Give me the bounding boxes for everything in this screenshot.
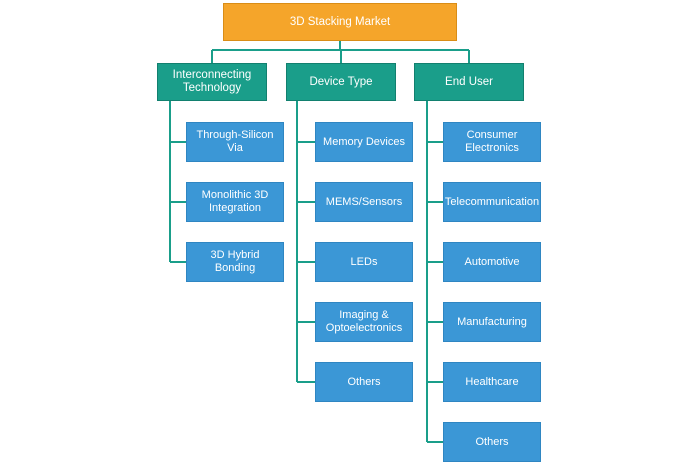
leaf-label: Monolithic 3D Integration: [201, 189, 269, 214]
leaf-label: Manufacturing: [457, 315, 527, 328]
category-interconnecting-technology: Interconnecting Technology: [157, 63, 267, 101]
root-node: 3D Stacking Market: [223, 3, 457, 41]
leaf-3d-hybrid-bonding: 3D Hybrid Bonding: [186, 242, 284, 282]
leaf-label: Others: [475, 435, 509, 448]
leaf-device-others: Others: [315, 362, 413, 402]
leaf-healthcare: Healthcare: [443, 362, 541, 402]
leaf-label: Healthcare: [465, 375, 519, 388]
leaf-mems-sensors: MEMS/Sensors: [315, 182, 413, 222]
leaf-label: MEMS/Sensors: [325, 195, 403, 208]
leaf-label: Others: [347, 375, 381, 388]
leaf-automotive: Automotive: [443, 242, 541, 282]
category-label: Device Type: [309, 75, 373, 88]
leaf-label: Telecommunication: [444, 195, 540, 208]
leaf-memory-devices: Memory Devices: [315, 122, 413, 162]
leaf-through-silicon-via: Through-Silicon Via: [186, 122, 284, 162]
leaf-leds: LEDs: [315, 242, 413, 282]
leaf-label: Through-Silicon Via: [196, 129, 274, 154]
leaf-telecommunication: Telecommunication: [443, 182, 541, 222]
leaf-monolithic-3d-integration: Monolithic 3D Integration: [186, 182, 284, 222]
leaf-consumer-electronics: Consumer Electronics: [443, 122, 541, 162]
leaf-manufacturing: Manufacturing: [443, 302, 541, 342]
root-label: 3D Stacking Market: [289, 15, 391, 28]
leaf-label: Memory Devices: [323, 135, 405, 148]
leaf-end-user-others: Others: [443, 422, 541, 462]
leaf-label: LEDs: [350, 255, 378, 268]
category-device-type: Device Type: [286, 63, 396, 101]
leaf-label: Imaging & Optoelectronics: [325, 309, 403, 334]
leaf-label: Automotive: [464, 255, 520, 268]
category-label: Interconnecting Technology: [172, 69, 252, 94]
leaf-label: 3D Hybrid Bonding: [210, 249, 260, 274]
leaf-imaging-optoelectronics: Imaging & Optoelectronics: [315, 302, 413, 342]
leaf-label: Consumer Electronics: [465, 129, 519, 154]
category-label: End User: [445, 75, 493, 88]
category-end-user: End User: [414, 63, 524, 101]
